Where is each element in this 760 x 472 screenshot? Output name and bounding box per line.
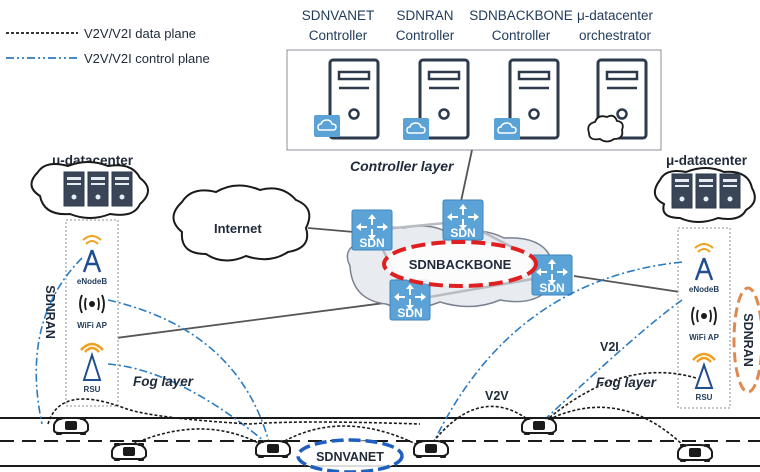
left-server-rack-3-icon — [111, 171, 133, 207]
controller-layer — [286, 49, 662, 151]
right-enodeb-icon — [694, 243, 714, 281]
fog-layer-left-label: Fog layer — [133, 374, 194, 389]
v2i-label: V2I — [600, 340, 619, 354]
right-sdnran-label: SDNRAN — [741, 313, 755, 366]
sdnbackbone-oval — [382, 240, 538, 288]
sdn-switch-1: SDN — [351, 209, 393, 251]
sdn-switch-3-label: SDN — [539, 281, 564, 295]
car-1-icon — [53, 416, 89, 436]
controller-layer-label: Controller layer — [350, 158, 455, 174]
left-rsu-icon — [80, 342, 104, 381]
sdnvanet-oval — [296, 438, 404, 472]
vanet-cloud-icon — [313, 114, 341, 138]
v2v-label: V2V — [485, 389, 509, 403]
left-wifi-label: WiFi AP — [77, 321, 108, 330]
sdn-switch-4-label: SDN — [397, 306, 422, 320]
car-6-icon — [677, 443, 713, 463]
control-plane-links — [35, 257, 683, 447]
left-server-rack-2-icon — [87, 171, 109, 207]
sdn-switch-4: SDN — [389, 279, 431, 321]
right-server-rack-3-icon — [719, 173, 741, 209]
right-rsu-icon — [692, 352, 716, 389]
controller-label-orchestrator-1: μ-datacenter — [577, 8, 654, 23]
left-wifi-icon — [79, 294, 105, 314]
ran-cloud-icon — [402, 117, 430, 141]
right-sdnran-oval — [732, 286, 760, 394]
internet-cloud: Internet — [172, 184, 311, 262]
right-datacenter-label: μ-datacenter — [666, 153, 748, 168]
fog-layer-right-label: Fog layer — [596, 375, 657, 390]
sdnvanet-label: SDNVANET — [316, 450, 384, 464]
sdn-switch-2: SDN — [442, 199, 484, 241]
sdn-switch-1-label: SDN — [359, 236, 384, 250]
controller-labels: SDNVANET Controller SDNRAN Controller SD… — [302, 8, 654, 43]
right-enodeb-label: eNodeB — [689, 285, 719, 294]
left-enodeb-icon — [82, 235, 102, 273]
controller-label-ran-2: Controller — [396, 28, 455, 43]
controller-label-ran-1: SDNRAN — [396, 8, 453, 23]
sdnbackbone-label: SDNBACKBONE — [409, 257, 512, 272]
right-server-rack-2-icon — [695, 173, 717, 209]
legend-control-plane: V2V/V2I control plane — [84, 51, 210, 66]
car-4-icon — [413, 439, 449, 459]
left-enodeb-label: eNodeB — [77, 277, 107, 286]
right-server-rack-1-icon — [671, 173, 693, 209]
car-2-icon — [111, 442, 147, 462]
left-rsu-label: RSU — [84, 385, 101, 394]
internet-label: Internet — [214, 221, 262, 236]
controller-label-backbone-2: Controller — [492, 28, 551, 43]
sdn-switch-3: SDN — [531, 254, 573, 296]
car-5-icon — [521, 416, 557, 436]
backbone-links — [115, 149, 681, 339]
left-server-rack-1-icon — [63, 171, 85, 207]
left-ran-tower-box — [65, 219, 119, 407]
controller-label-vanet-1: SDNVANET — [302, 8, 375, 23]
right-wifi-label: WiFi AP — [689, 333, 720, 342]
car-3-icon — [255, 439, 291, 459]
legend: V2V/V2I data plane V2V/V2I control plane — [6, 26, 210, 66]
legend-data-plane: V2V/V2I data plane — [84, 26, 196, 41]
sdn-switch-2-label: SDN — [450, 226, 475, 240]
controller-label-vanet-2: Controller — [309, 28, 368, 43]
orchestrator-cloud-icon — [587, 114, 624, 143]
controller-label-backbone-1: SDNBACKBONE — [469, 8, 573, 23]
left-sdnran-label: SDNRAN — [43, 285, 57, 338]
data-plane-links — [47, 371, 697, 453]
controller-label-orchestrator-2: orchestrator — [579, 28, 652, 43]
right-wifi-icon — [691, 306, 717, 326]
backbone-cloud-icon — [493, 117, 521, 141]
right-rsu-label: RSU — [696, 393, 713, 402]
